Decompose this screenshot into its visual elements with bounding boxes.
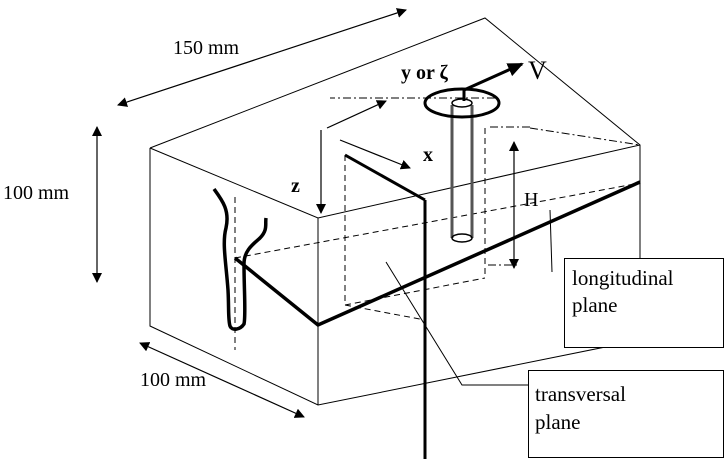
depth-dimension-arrow bbox=[139, 342, 305, 418]
reference-lines bbox=[330, 97, 641, 266]
z-axis-label: z bbox=[291, 175, 300, 197]
steel-bar bbox=[450, 98, 474, 243]
depth-label: 100 mm bbox=[140, 369, 207, 391]
width-dimension-arrow bbox=[117, 8, 407, 107]
transversal-plane-callout: transversal plane bbox=[528, 370, 724, 458]
crack-profile bbox=[212, 187, 268, 331]
transversal-line-1: transversal bbox=[535, 382, 626, 406]
x-axis-label: x bbox=[423, 144, 433, 166]
longitudinal-line-2: plane bbox=[572, 293, 618, 317]
y-axis-arrow bbox=[326, 100, 387, 129]
x-axis-arrow bbox=[339, 139, 411, 170]
velocity-label: V bbox=[528, 56, 547, 85]
longitudinal-leader bbox=[549, 209, 553, 273]
longitudinal-line-1: longitudinal bbox=[572, 266, 674, 290]
height-H-label: H bbox=[524, 189, 539, 211]
longitudinal-plane-callout: longitudinal plane bbox=[564, 258, 724, 348]
rotation-ring bbox=[423, 87, 501, 119]
longitudinal-plane-line bbox=[233, 180, 641, 328]
width-label: 150 mm bbox=[173, 37, 240, 59]
y-axis-label: y or ζ bbox=[401, 62, 448, 84]
transversal-line-2: plane bbox=[535, 410, 581, 434]
height-label: 100 mm bbox=[3, 182, 70, 204]
transversal-plane-outline bbox=[344, 153, 427, 459]
transversal-leader bbox=[385, 261, 528, 386]
velocity-arrow bbox=[462, 62, 524, 101]
